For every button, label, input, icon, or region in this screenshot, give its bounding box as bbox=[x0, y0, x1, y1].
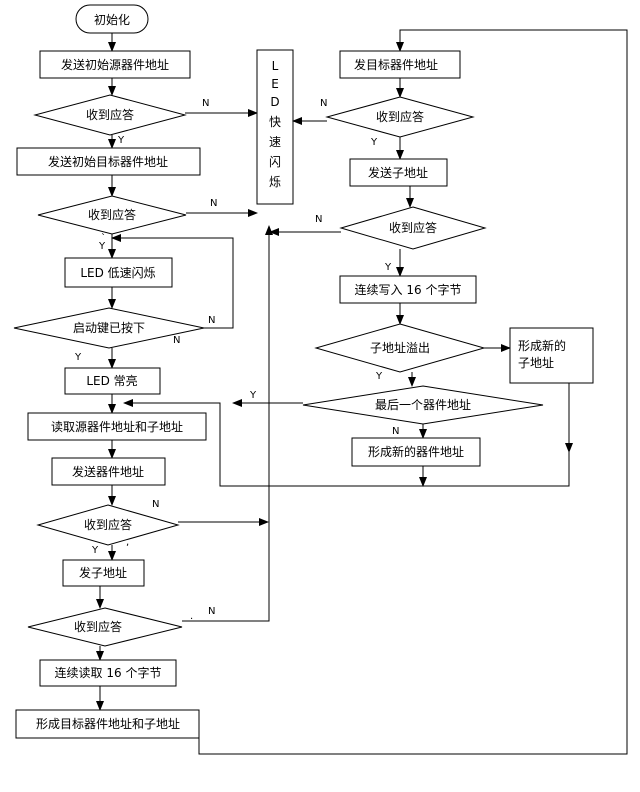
ack3-yes-label: Y bbox=[91, 545, 99, 556]
ack3-no-label: N bbox=[152, 499, 159, 510]
start-key-decision bbox=[13, 307, 205, 349]
ack6-decision bbox=[339, 206, 487, 250]
ack3-tick-mark: , bbox=[126, 537, 129, 548]
send-src-addr-label: 发送初始源器件地址 bbox=[61, 57, 169, 72]
flow-merge-bottom bbox=[123, 399, 570, 487]
led-fast-char-1: L bbox=[272, 59, 279, 73]
send-dev-addr-box bbox=[51, 457, 166, 486]
flow-key-no-loop bbox=[111, 234, 234, 329]
ack1-yes-label: Y bbox=[117, 135, 125, 146]
ack5-no-label: N bbox=[320, 98, 327, 109]
ack6-no-label: N bbox=[315, 214, 322, 225]
send-sub-addr-label: 发子地址 bbox=[79, 565, 127, 580]
form-dst-label: 形成目标器件地址和子地址 bbox=[36, 717, 180, 731]
flow-loop-back-top bbox=[198, 29, 628, 755]
ack3-decision bbox=[36, 504, 180, 546]
ack4-dot-mark: . bbox=[190, 611, 193, 622]
ack5-label: 收到应答 bbox=[376, 109, 424, 124]
write16-label: 连续写入 16 个字节 bbox=[355, 282, 462, 297]
write16-box bbox=[339, 275, 477, 304]
send-sub-box bbox=[349, 158, 448, 187]
led-fast-char-6: 闪 bbox=[269, 155, 281, 169]
read-addrs-label: 读取源器件地址和子地址 bbox=[51, 420, 183, 434]
ack6-yes-label: Y bbox=[384, 262, 392, 273]
key-no-n-small: N bbox=[173, 335, 180, 346]
ack3-label: 收到应答 bbox=[84, 517, 132, 532]
ack2-no-label: N bbox=[210, 198, 217, 209]
led-slow-label: LED 低速闪烁 bbox=[80, 266, 155, 280]
send-dst-dev-label: 发目标器件地址 bbox=[354, 57, 438, 72]
key-no-label: N bbox=[208, 315, 215, 326]
ack1-decision bbox=[33, 94, 187, 136]
led-fast-char-4: 快 bbox=[269, 115, 281, 129]
send-dev-addr-label: 发送器件地址 bbox=[72, 464, 144, 479]
new-sub-box bbox=[509, 327, 594, 384]
send-dst-addr-label: 发送初始目标器件地址 bbox=[48, 154, 168, 169]
last-yes-label: Y bbox=[249, 390, 257, 401]
ack1-no-label: N bbox=[202, 98, 209, 109]
ack2-label: 收到应答 bbox=[88, 207, 136, 222]
ack1-label: 收到应答 bbox=[86, 107, 134, 122]
led-on-box bbox=[64, 367, 161, 395]
led-on-label: LED 常亮 bbox=[86, 373, 137, 388]
led-fast-char-2: E bbox=[271, 77, 279, 91]
send-dst-addr-box bbox=[16, 147, 201, 176]
send-src-addr-box bbox=[39, 50, 191, 79]
ack4-label: 收到应答 bbox=[74, 619, 122, 634]
flow-ack4-no bbox=[182, 225, 273, 622]
last-no-label: N bbox=[392, 426, 399, 437]
led-slow-box bbox=[64, 257, 173, 288]
key-yes-label: Y bbox=[74, 352, 82, 363]
ack2-tick-mark: ` bbox=[101, 232, 106, 244]
ack2-yes-label: Y bbox=[98, 241, 106, 252]
send-sub-addr-box bbox=[62, 559, 145, 587]
sub-overflow-label: 子地址溢出 bbox=[370, 341, 430, 355]
start-key-label: 启动键已按下 bbox=[73, 321, 145, 335]
ack4-decision bbox=[27, 607, 183, 647]
led-fast-char-7: 烁 bbox=[269, 175, 281, 189]
send-sub-label: 发送子地址 bbox=[368, 165, 428, 180]
led-fast-char-3: D bbox=[270, 95, 279, 109]
sub-overflow-decision bbox=[314, 323, 486, 373]
read16-label: 连续读取 16 个字节 bbox=[55, 665, 162, 680]
read-addrs-box bbox=[27, 412, 207, 441]
new-sub-label-2: 子地址 bbox=[518, 356, 554, 370]
read16-box bbox=[39, 659, 177, 687]
led-fast-char-5: 速 bbox=[269, 135, 281, 149]
new-sub-label-1: 形成新的 bbox=[518, 338, 566, 353]
ack4-no-label: N bbox=[208, 606, 215, 617]
form-dst-box bbox=[15, 709, 200, 739]
last-dev-label: 最后一个器件地址 bbox=[375, 398, 471, 412]
overflow-no-y-label: Y bbox=[375, 371, 383, 382]
new-dev-box bbox=[351, 437, 481, 467]
start-label: 初始化 bbox=[94, 13, 130, 27]
ack5-yes-label: Y bbox=[370, 137, 378, 148]
new-dev-label: 形成新的器件地址 bbox=[368, 444, 464, 459]
led-fast-box bbox=[256, 49, 294, 205]
ack6-label: 收到应答 bbox=[389, 220, 437, 235]
